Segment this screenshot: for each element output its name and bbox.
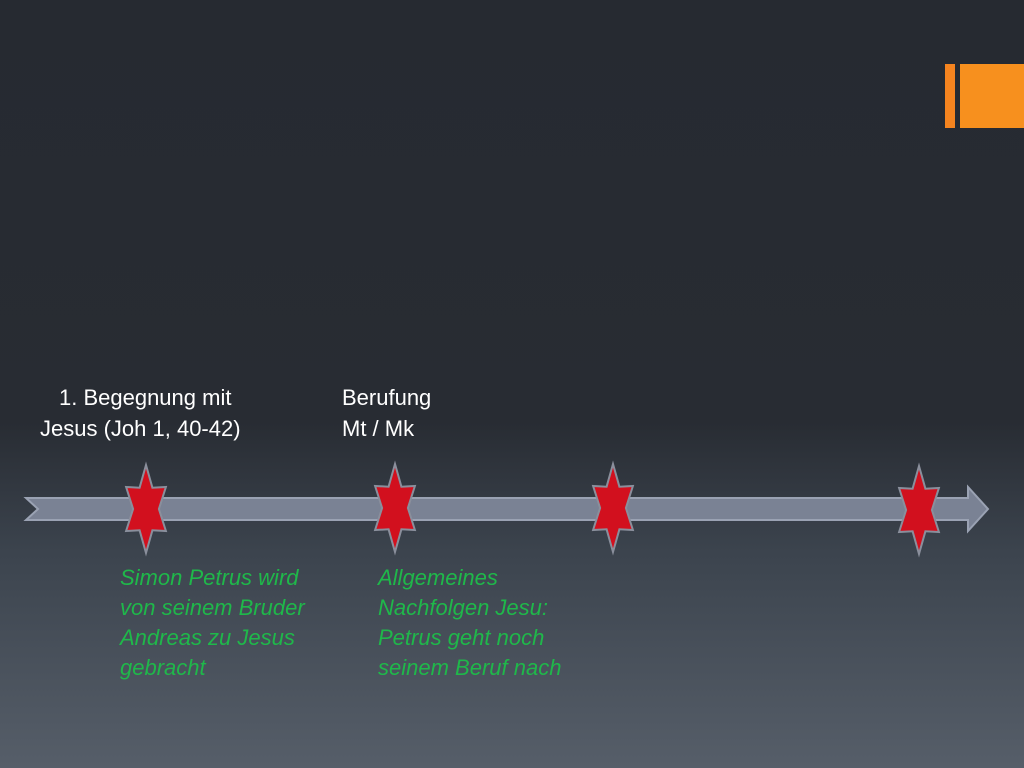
event-2-caption: Allgemeines Nachfolgen Jesu: Petrus geht… bbox=[378, 563, 561, 683]
event-2-caption-line-3: Petrus geht noch bbox=[378, 625, 545, 650]
event-2-heading-line-1: Berufung bbox=[342, 385, 432, 410]
event-2-caption-line-2: Nachfolgen Jesu: bbox=[378, 595, 548, 620]
event-1-heading: 1. Begegnung mit Jesus (Joh 1, 40-42) bbox=[40, 382, 241, 444]
event-1-heading-line-2: Jesus (Joh 1, 40-42) bbox=[40, 416, 241, 441]
event-4-star-marker bbox=[897, 462, 941, 558]
event-3-star-marker bbox=[591, 460, 635, 556]
event-2-star-marker bbox=[373, 460, 417, 556]
event-1-caption-line-2: von seinem Bruder bbox=[120, 595, 305, 620]
event-1-caption-line-1: Simon Petrus wird bbox=[120, 565, 299, 590]
event-1-caption-line-4: gebracht bbox=[120, 655, 206, 680]
timeline-arrow bbox=[23, 484, 990, 534]
accent-bar-wide bbox=[960, 64, 1024, 128]
event-2-heading-line-2: Mt / Mk bbox=[342, 416, 415, 441]
event-1-caption: Simon Petrus wird von seinem Bruder Andr… bbox=[120, 563, 305, 683]
event-1-caption-line-3: Andreas zu Jesus bbox=[120, 625, 295, 650]
event-1-heading-line-1: 1. Begegnung mit bbox=[59, 385, 232, 410]
event-1-star-marker bbox=[124, 461, 168, 557]
accent-bar-thin bbox=[945, 64, 955, 128]
event-2-heading: Berufung Mt / Mk bbox=[342, 382, 431, 444]
event-2-caption-line-1: Allgemeines bbox=[378, 565, 498, 590]
event-2-caption-line-4: seinem Beruf nach bbox=[378, 655, 562, 680]
